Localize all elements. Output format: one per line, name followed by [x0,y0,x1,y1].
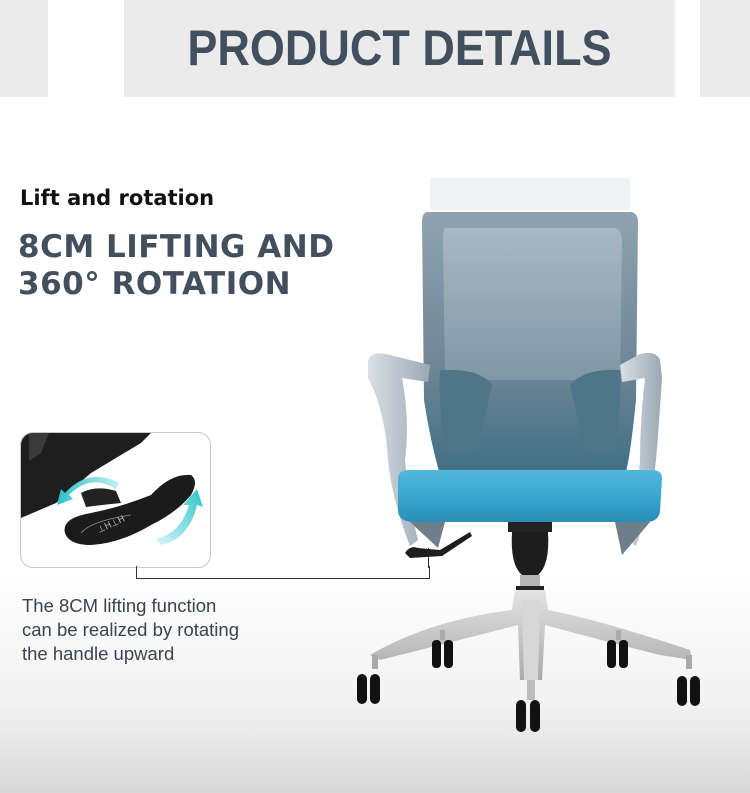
chair-illustration [357,178,700,732]
page-title: PRODUCT DETAILS [187,18,612,76]
feature-subtitle: Lift and rotation [20,186,215,210]
description-line-2: can be realized by rotating [22,619,239,640]
headline-line-2: 360° ROTATION [18,266,292,302]
headline-line-1: 8CM LIFTING AND [18,229,335,265]
description-line-1: The 8CM lifting function [22,595,217,616]
header-right-block [700,0,750,97]
office-chair-image [340,170,740,750]
header-left-block [0,0,48,97]
header-banner: PRODUCT DETAILS [124,0,675,97]
description-line-3: the handle upward [22,643,175,664]
callout-connector-riser [428,548,429,568]
caster-wheels [357,640,700,732]
feature-headline: 8CM LIFTING AND 360° ROTATION [18,229,334,303]
lever-closeup-image: ⊥H⊥H [20,432,211,568]
feature-description: The 8CM lifting function can be realized… [22,594,239,666]
callout-connector-line [136,566,430,579]
lever-illustration: ⊥H⊥H [21,433,203,545]
